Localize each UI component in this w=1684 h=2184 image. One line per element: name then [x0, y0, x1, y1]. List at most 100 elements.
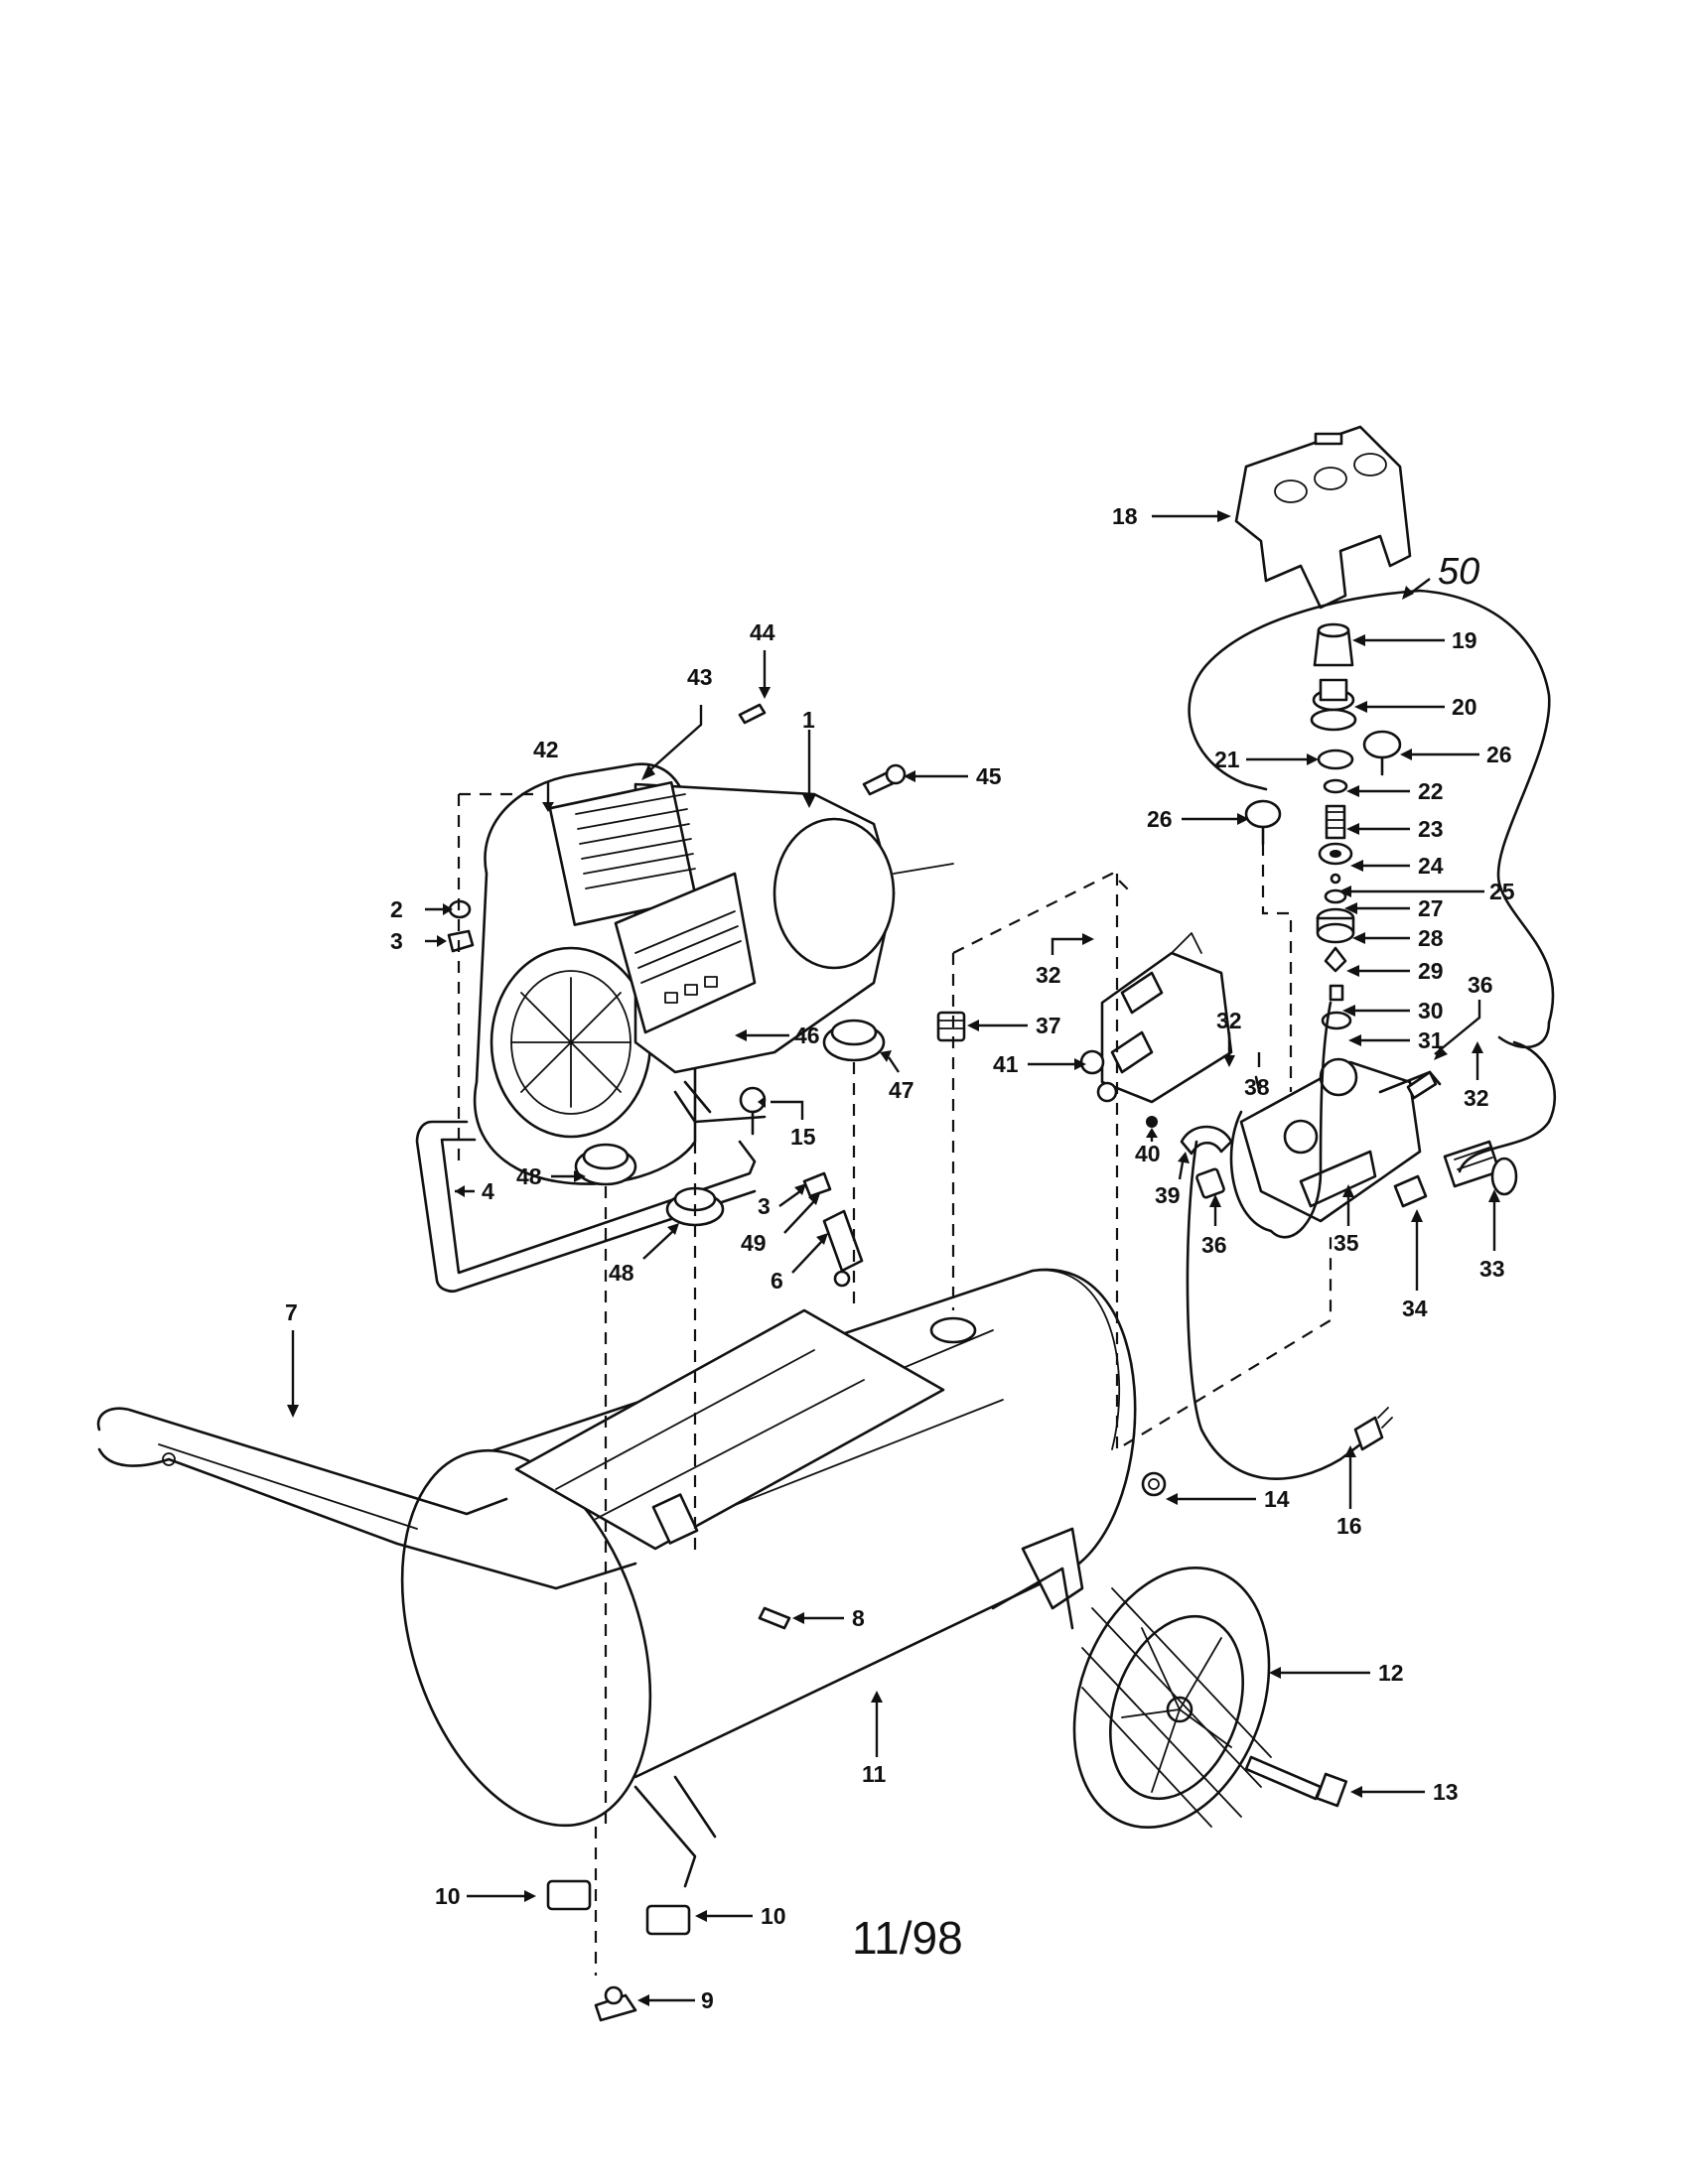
handle — [96, 1407, 637, 1590]
label-35: 35 — [1333, 1230, 1359, 1256]
power-cord — [1186, 1140, 1393, 1480]
tube-4 — [415, 1120, 757, 1293]
label-29: 29 — [1418, 958, 1444, 984]
washer-24 — [1318, 842, 1353, 866]
label-42: 42 — [533, 737, 559, 762]
label-27: 27 — [1418, 895, 1444, 921]
fitting-34 — [1393, 1174, 1428, 1208]
isolator-48-left — [574, 1143, 637, 1186]
part-labels: 1 2 3 3 4 6 7 8 9 10 10 11 12 13 14 15 1… — [285, 503, 1515, 2013]
gauge-26-right — [1362, 730, 1402, 776]
label-18: 18 — [1112, 503, 1138, 529]
date-code: 11/98 — [852, 1912, 963, 1964]
label-14: 14 — [1264, 1486, 1290, 1512]
fitting-3-top — [447, 929, 475, 953]
strain-relief-14 — [1141, 1471, 1167, 1497]
axle-bolt — [1244, 1755, 1348, 1808]
label-7: 7 — [285, 1299, 298, 1325]
label-37: 37 — [1036, 1013, 1061, 1038]
label-22: 22 — [1418, 778, 1444, 804]
label-33: 33 — [1479, 1256, 1505, 1282]
label-28: 28 — [1418, 925, 1444, 951]
switch-cover — [1234, 425, 1412, 610]
pressure-switch — [1079, 932, 1233, 1104]
label-34: 34 — [1402, 1296, 1428, 1321]
ball-25 — [1330, 873, 1341, 885]
label-49: 49 — [741, 1230, 767, 1256]
label-13: 13 — [1433, 1779, 1459, 1805]
knob-19 — [1313, 622, 1354, 667]
wheel — [1072, 1566, 1272, 1830]
label-19: 19 — [1452, 627, 1477, 653]
screw-44 — [738, 703, 767, 725]
label-3a: 3 — [390, 928, 403, 954]
label-20: 20 — [1452, 694, 1477, 720]
label-36a: 36 — [1468, 972, 1493, 998]
assembly-guide-lines — [457, 792, 1333, 1976]
screw-45 — [862, 763, 907, 796]
callout-50: 50 — [1438, 551, 1479, 593]
label-39: 39 — [1155, 1182, 1181, 1208]
fitting-36-upper — [1406, 1070, 1438, 1100]
manifold — [1239, 1057, 1442, 1223]
isolator-47 — [822, 1019, 886, 1062]
label-44: 44 — [750, 619, 775, 645]
o-ring-21 — [1317, 749, 1354, 770]
label-23: 23 — [1418, 816, 1444, 842]
label-26a: 26 — [1486, 742, 1512, 767]
label-6: 6 — [771, 1268, 783, 1294]
tank-legs — [546, 1775, 717, 1936]
air-tank — [400, 1268, 1137, 1828]
leader-arrows — [287, 510, 1500, 2006]
motor-bracket — [673, 1080, 767, 1124]
label-38: 38 — [1244, 1074, 1270, 1100]
label-43: 43 — [687, 664, 713, 690]
label-12: 12 — [1378, 1660, 1404, 1686]
label-31: 31 — [1418, 1027, 1444, 1053]
label-48b: 48 — [609, 1260, 634, 1286]
label-32a: 32 — [1036, 962, 1061, 988]
motor-pump-assembly — [473, 762, 954, 1185]
part-29 — [1324, 946, 1347, 973]
label-10b: 10 — [761, 1903, 786, 1929]
fitting-15 — [739, 1086, 767, 1136]
label-11: 11 — [862, 1761, 887, 1787]
drain-valve — [594, 1985, 637, 2022]
spring-23 — [1325, 804, 1346, 840]
callout-50-outline — [1188, 589, 1557, 1239]
fitting-37 — [936, 1011, 966, 1042]
label-8: 8 — [852, 1605, 865, 1631]
screw-40 — [1146, 1116, 1158, 1128]
label-32c: 32 — [1464, 1085, 1489, 1111]
isolator-seat — [929, 1316, 977, 1344]
label-9: 9 — [701, 1987, 714, 2013]
label-25: 25 — [1489, 879, 1515, 904]
pump-base-plate — [514, 1308, 945, 1551]
fitting-3-lower — [802, 1171, 832, 1198]
label-15: 15 — [790, 1124, 816, 1150]
label-4: 4 — [482, 1178, 494, 1204]
label-40: 40 — [1135, 1141, 1161, 1166]
body-28 — [1316, 907, 1355, 944]
washer-22 — [1323, 778, 1348, 794]
label-32b: 32 — [1216, 1008, 1242, 1033]
label-1: 1 — [802, 707, 815, 733]
label-26b: 26 — [1147, 806, 1173, 832]
spring-30 — [1329, 984, 1344, 1002]
screw-38 — [1254, 1075, 1261, 1092]
label-46: 46 — [794, 1023, 820, 1048]
valve-6 — [822, 1209, 864, 1288]
label-47: 47 — [889, 1077, 914, 1103]
label-16: 16 — [1336, 1513, 1362, 1539]
wheel-bracket — [991, 1527, 1084, 1630]
fitting-36-lower — [1195, 1167, 1225, 1199]
o-ring-27 — [1324, 888, 1347, 904]
label-45: 45 — [976, 763, 1002, 789]
label-2: 2 — [390, 896, 403, 922]
label-21: 21 — [1214, 747, 1240, 772]
label-24: 24 — [1418, 853, 1444, 879]
clamp-39 — [1180, 1125, 1233, 1156]
label-36b: 36 — [1201, 1232, 1227, 1258]
o-ring-31 — [1321, 1011, 1352, 1030]
